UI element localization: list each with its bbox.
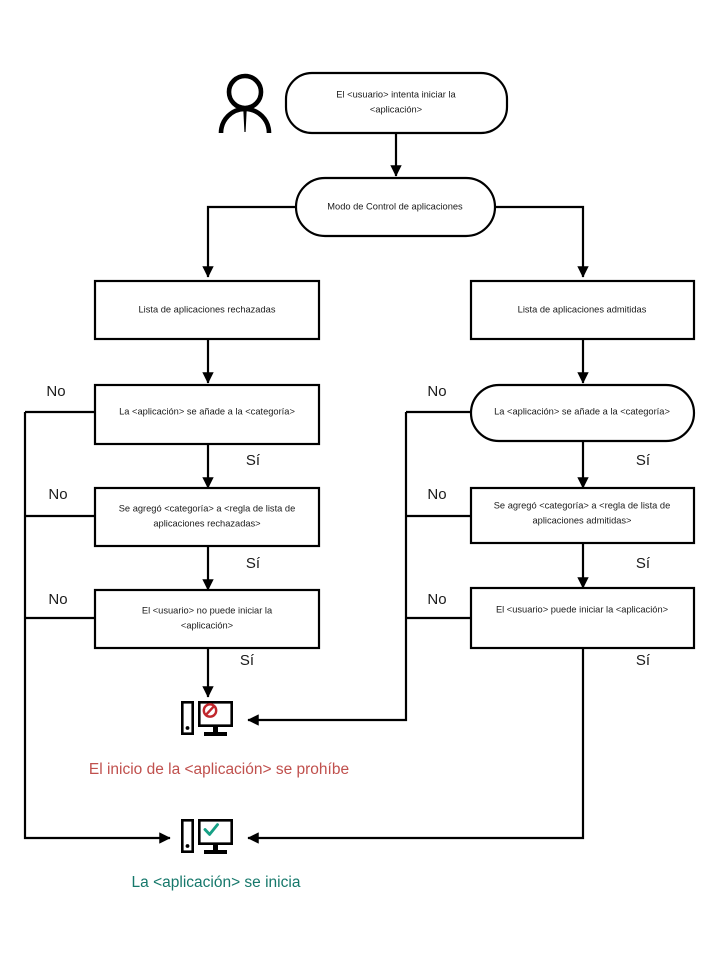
started-caption: La <aplicación> se inicia (132, 874, 301, 891)
node-allowlist-label: Lista de aplicaciones admitidas (518, 304, 647, 314)
node-deny-category-label: La <aplicación> se añade a la <categoría… (119, 406, 295, 416)
edge-layer (23, 133, 589, 844)
node-allow-category-label: La <aplicación> se añade a la <categoría… (494, 406, 670, 416)
edge-right-no-trunk-to-blocked (247, 412, 408, 726)
edge-label-right-yes-2: Sí (636, 555, 651, 572)
edge-label-right-no-3: No (427, 591, 446, 608)
node-deny-result-line-1: El <usuario> no puede iniciar la (142, 605, 273, 615)
edge-label-right-yes-3: Sí (636, 652, 651, 669)
edge-label-right-yes-1: Sí (636, 452, 651, 469)
edge-allow-result-to-started (247, 648, 585, 844)
node-start-line-1: El <usuario> intenta iniciar la (336, 89, 456, 99)
edge-label-left-yes-2: Sí (246, 555, 261, 572)
node-allow-result-label: El <usuario> puede iniciar la <aplicació… (496, 604, 668, 614)
usuario-actor-icon (218, 73, 272, 134)
edge-label-right-no-2: No (427, 486, 446, 503)
node-deny-rule-line-1: Se agregó <categoría> a <regla de lista … (119, 503, 296, 513)
node-start-line-2: <aplicación> (370, 104, 422, 114)
edge-label-left-no-1: No (46, 383, 65, 400)
node-denylist[interactable]: Lista de aplicaciones rechazadas (93, 279, 321, 341)
edge-label-right-no-1: No (427, 383, 446, 400)
node-deny-result-line-2: <aplicación> (181, 620, 233, 630)
node-allow-rule[interactable]: Se agregó <categoría> a <regla de lista … (469, 486, 696, 545)
node-allow-result[interactable]: El <usuario> puede iniciar la <aplicació… (469, 586, 696, 650)
node-mode-label: Modo de Control de aplicaciones (327, 201, 463, 211)
node-allow-rule-line-2: aplicaciones admitidas> (533, 515, 632, 525)
node-deny-rule-line-2: aplicaciones rechazadas> (153, 518, 260, 528)
edge-label-left-no-3: No (48, 591, 67, 608)
node-allow-rule-line-1: Se agregó <categoría> a <regla de lista … (494, 500, 671, 510)
computer-blocked-icon (181, 701, 233, 736)
blocked-caption: El inicio de la <aplicación> se prohíbe (89, 761, 349, 778)
edge-mode-to-allowlist (495, 205, 589, 278)
edge-label-left-yes-1: Sí (246, 452, 261, 469)
node-layer: El <usuario> intenta iniciar la <aplicac… (93, 71, 696, 650)
node-allowlist[interactable]: Lista de aplicaciones admitidas (469, 279, 696, 341)
node-deny-result[interactable]: El <usuario> no puede iniciar la <aplica… (93, 588, 321, 650)
node-deny-rule[interactable]: Se agregó <categoría> a <regla de lista … (93, 486, 321, 548)
node-allow-category[interactable]: La <aplicación> se añade a la <categoría… (469, 383, 696, 443)
edge-label-layer: No No No No No No Sí Sí Sí Sí Sí Sí (46, 383, 651, 669)
node-deny-category[interactable]: La <aplicación> se añade a la <categoría… (93, 383, 321, 446)
edge-mode-to-denylist (202, 205, 296, 278)
edge-left-no-trunk-to-started (23, 412, 171, 844)
node-denylist-label: Lista de aplicaciones rechazadas (139, 304, 276, 314)
edge-label-left-no-2: No (48, 486, 67, 503)
edge-label-left-yes-3: Sí (240, 652, 255, 669)
computer-allowed-icon (181, 819, 233, 854)
node-mode[interactable]: Modo de Control de aplicaciones (294, 176, 497, 238)
node-start[interactable]: El <usuario> intenta iniciar la <aplicac… (284, 71, 509, 135)
